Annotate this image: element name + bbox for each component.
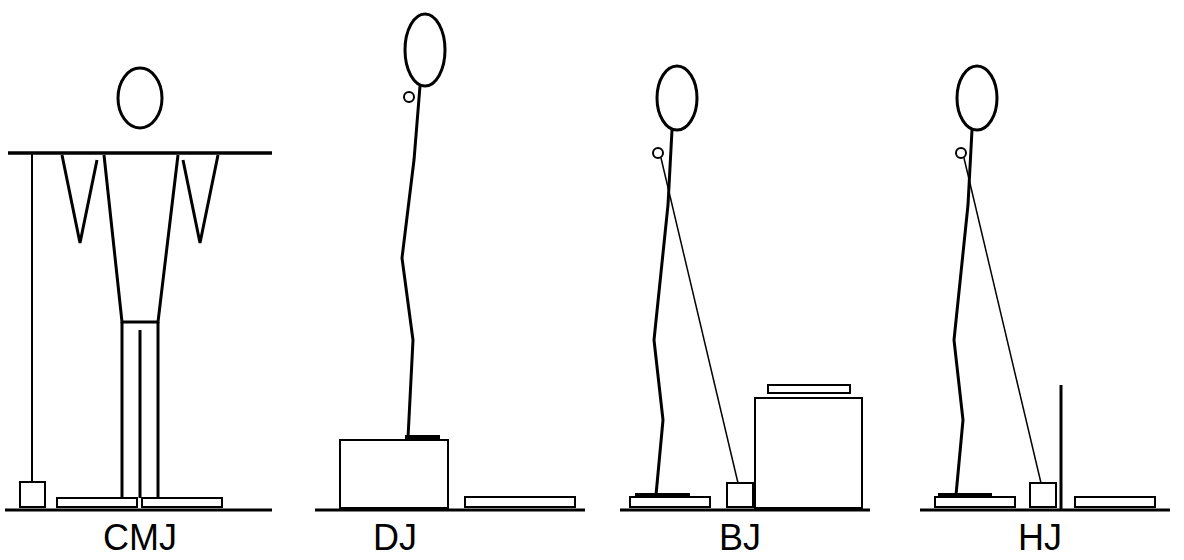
head xyxy=(405,14,445,86)
marker xyxy=(956,148,966,158)
body-line xyxy=(402,86,420,438)
cmj-figure xyxy=(5,68,272,510)
body-line xyxy=(654,130,672,495)
right-arm xyxy=(183,155,218,243)
right-leg xyxy=(157,322,160,498)
sensor-box xyxy=(1030,483,1056,507)
hj-figure xyxy=(920,66,1170,510)
dj-figure xyxy=(315,14,585,510)
bj-figure xyxy=(620,66,870,510)
jump-label: CMJ xyxy=(103,518,177,558)
marker xyxy=(653,148,663,158)
force-plate xyxy=(57,498,137,507)
string xyxy=(661,158,738,483)
ground-line xyxy=(5,509,272,512)
head xyxy=(118,68,162,128)
hurdle xyxy=(1060,385,1063,510)
body-line xyxy=(954,130,972,495)
sensor-box xyxy=(727,483,753,507)
left-arm xyxy=(62,155,97,243)
foot xyxy=(405,435,440,439)
foot xyxy=(635,493,690,497)
sensor-box xyxy=(20,482,45,507)
head xyxy=(657,66,697,130)
jump-label: DJ xyxy=(373,518,417,558)
string xyxy=(964,158,1041,483)
head xyxy=(957,66,997,130)
drop-box xyxy=(340,440,448,508)
leg-divide xyxy=(139,330,142,498)
force-plate xyxy=(935,497,1015,507)
box xyxy=(755,398,862,508)
ground-line xyxy=(920,509,1170,512)
bar xyxy=(8,151,272,155)
torso xyxy=(104,155,178,322)
marker xyxy=(404,92,414,102)
left-leg xyxy=(121,322,124,498)
box-plate xyxy=(768,385,850,393)
bar-string xyxy=(31,153,33,482)
foot xyxy=(938,493,992,497)
force-plate xyxy=(1075,497,1155,507)
jump-label: HJ xyxy=(1018,518,1062,558)
force-plate xyxy=(465,497,575,507)
jump-label: BJ xyxy=(719,518,761,558)
force-plate xyxy=(630,497,710,507)
force-plate xyxy=(142,498,222,507)
